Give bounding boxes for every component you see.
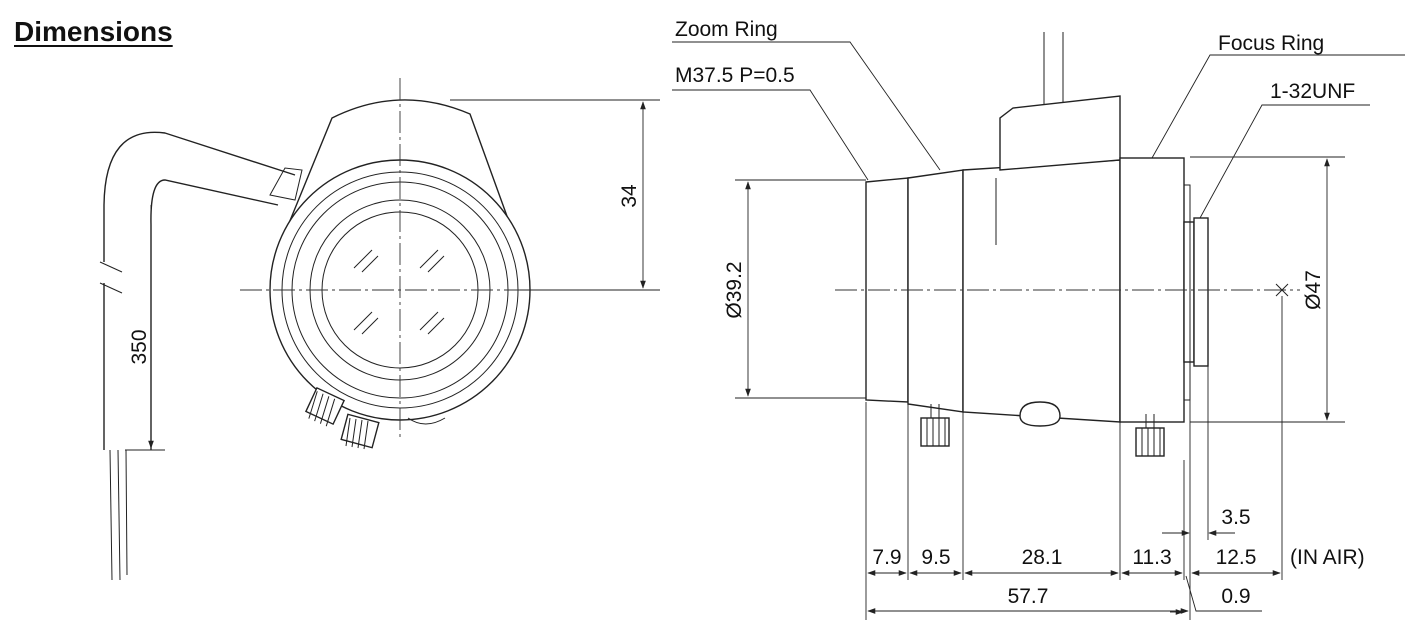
cable-break (99, 261, 123, 294)
dim-seg-4: 11.3 (1132, 546, 1171, 569)
side-cable (1043, 32, 1064, 105)
focal-point-mark (1275, 283, 1289, 297)
c-mount (1183, 221, 1195, 363)
dim-total: 57.7 (1008, 585, 1049, 608)
dim-cable-length: 350 (128, 329, 151, 364)
thumb-screw-zoom-icon (304, 386, 346, 427)
housing-tab (269, 167, 303, 201)
side-screw-focus-icon (1135, 427, 1165, 457)
side-view: Zoom Ring M37.5 P=0.5 Focus Ring 1-32UNF… (672, 18, 1405, 620)
mount-thread (1193, 217, 1209, 367)
dim-diameter-rear: Ø47 (1302, 270, 1325, 310)
dim-flange: 3.5 (1221, 506, 1250, 529)
page-title: Dimensions (14, 16, 173, 47)
label-thread: M37.5 P=0.5 (675, 64, 795, 87)
cable-outline (103, 131, 296, 450)
side-nub (1019, 401, 1061, 427)
dim-diameter-front: Ø39.2 (723, 261, 746, 318)
lens-body (962, 159, 1121, 423)
dim-seg-5: 12.5 (1216, 546, 1257, 569)
cable-wires (109, 449, 128, 581)
side-screw-zoom-icon (920, 417, 950, 447)
lens-glare (353, 249, 445, 335)
dim-height-front: 34 (618, 184, 641, 208)
side-housing (999, 95, 1121, 171)
dim-gap: 0.9 (1221, 585, 1250, 608)
dim-seg-2: 9.5 (921, 546, 950, 569)
label-in-air: (IN AIR) (1290, 546, 1365, 569)
zoom-ring (907, 169, 964, 413)
thumb-screw-focus-icon (340, 413, 380, 450)
front-view: 34 350 (99, 78, 660, 581)
dim-seg-1: 7.9 (872, 546, 901, 569)
dim-seg-3: 28.1 (1022, 546, 1063, 569)
label-focus-ring: Focus Ring (1218, 32, 1324, 55)
label-zoom-ring: Zoom Ring (675, 18, 778, 41)
nub (407, 417, 446, 425)
label-mount: 1-32UNF (1270, 80, 1355, 103)
